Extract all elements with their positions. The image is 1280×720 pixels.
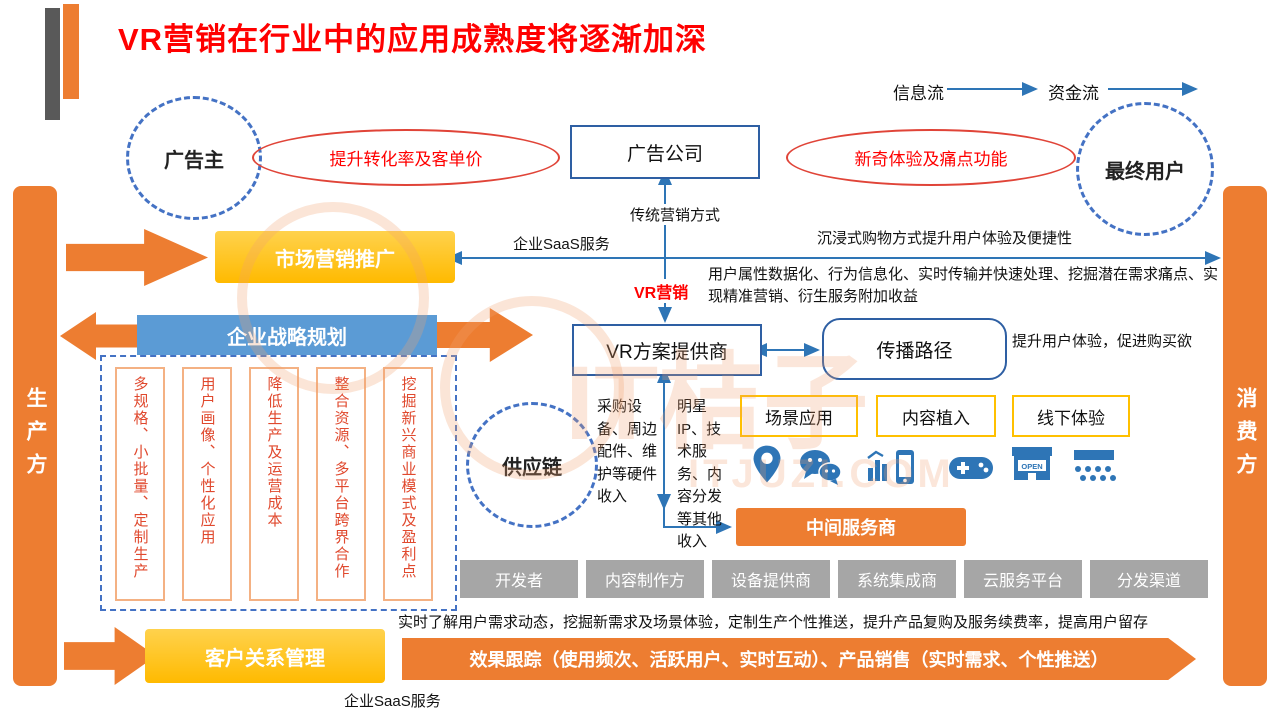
gamepad-icon (948, 452, 994, 489)
saas-top-label: 企业SaaS服务 (513, 236, 610, 253)
feature-col-2: 用户画像、个性化应用 (182, 367, 232, 601)
feature-col-1: 多规格、小批量、定制生产 (115, 367, 165, 601)
immersive-label: 沉浸式购物方式提升用户体验及便捷性 (817, 230, 1073, 247)
realtime-insight-note: 实时了解用户需求动态，挖掘新需求及场景体验，定制生产个性推送，提升产品复购及服务… (398, 614, 1149, 631)
traditional-marketing-label: 传统营销方式 (627, 204, 724, 225)
feature-col-2-label: 用户画像、个性化应用 (198, 376, 216, 546)
provider-device: 设备提供商 (712, 560, 830, 598)
producer-side-bar: 生产方 (13, 186, 57, 686)
end-user-label: 最终用户 (1105, 160, 1185, 183)
novelty-callout: 新奇体验及痛点功能 (786, 129, 1076, 186)
producer-to-marketing-arrow (66, 229, 208, 286)
advertiser-label: 广告主 (164, 149, 224, 172)
channel-scene-label: 场景应用 (765, 408, 833, 428)
crm-box: 客户关系管理 (145, 629, 385, 683)
storefront-open-text: OPEN (1021, 462, 1042, 471)
wechat-icon (798, 448, 842, 491)
feature-col-4: 整合资源、多平台跨界合作 (316, 367, 366, 601)
vr-marketing-desc: 用户属性数据化、行为信息化、实时传输并快速处理、挖掘潜在需求痛点、实现精准营销、… (708, 266, 1219, 305)
feature-col-5-label: 挖掘新兴商业模式及盈利点 (399, 376, 417, 580)
strategy-to-center-arrow (437, 308, 533, 362)
accent-bar-orange (63, 4, 79, 99)
novelty-callout-label: 新奇体验及痛点功能 (854, 150, 1008, 169)
capital-flow-label: 资金流 (1048, 84, 1099, 103)
end-user-circle: 最终用户 (1076, 102, 1214, 236)
provider-distribution: 分发渠道 (1090, 560, 1208, 598)
strategy-to-producer-arrow (60, 312, 140, 360)
provider-integrator-label: 系统集成商 (856, 573, 937, 590)
conversion-callout: 提升转化率及客单价 (252, 129, 560, 186)
channel-offline-box: 线下体验 (1012, 395, 1130, 437)
vr-provider-box: VR方案提供商 (572, 324, 762, 376)
feature-col-3-label: 降低生产及运营成本 (265, 376, 283, 529)
feature-col-5: 挖掘新兴商业模式及盈利点 (383, 367, 433, 601)
other-income-note: 明星IP、技术服务、内容分发等其他收入 (677, 398, 723, 550)
mobile-analytics-icon (866, 448, 918, 493)
consumer-side-bar: 消费方 (1223, 186, 1267, 686)
effect-tracking-banner: 效果跟踪（使用频次、活跃用户、实时互动）、产品销售（实时需求、个性推送） (402, 638, 1196, 680)
spread-path-label: 传播路径 (876, 340, 953, 362)
producer-label: 生产方 (24, 386, 47, 486)
channel-offline-label: 线下体验 (1037, 408, 1105, 428)
cinema-audience-icon (1068, 448, 1120, 489)
provider-content-maker-label: 内容制作方 (604, 573, 685, 590)
location-icon (750, 444, 784, 489)
vr-provider-label: VR方案提供商 (606, 341, 728, 363)
channel-scene-box: 场景应用 (740, 395, 858, 437)
marketing-label: 市场营销推广 (275, 248, 395, 271)
accent-bar-gray (45, 8, 60, 120)
effect-tracking-label: 效果跟踪（使用频次、活跃用户、实时互动）、产品销售（实时需求、个性推送） (469, 650, 1109, 670)
strategy-label: 企业战略规划 (227, 326, 347, 349)
channel-content-box: 内容植入 (876, 395, 996, 437)
middleman-box: 中间服务商 (736, 508, 966, 546)
crm-label: 客户关系管理 (205, 647, 325, 670)
consumer-label: 消费方 (1234, 386, 1257, 486)
storefront-icon: OPEN (1010, 444, 1054, 489)
feature-col-3: 降低生产及运营成本 (249, 367, 299, 601)
provider-distribution-label: 分发渠道 (1116, 573, 1181, 590)
saas-bottom-label: 企业SaaS服务 (344, 693, 441, 710)
supply-chain-label: 供应链 (502, 456, 562, 479)
feature-col-1-label: 多规格、小批量、定制生产 (131, 376, 149, 580)
strategy-box: 企业战略规划 (137, 315, 437, 355)
supply-chain-circle: 供应链 (466, 402, 598, 528)
boost-experience-label: 提升用户体验，促进购买欲 (1012, 333, 1193, 350)
spread-path-box: 传播路径 (822, 318, 1007, 380)
conversion-callout-label: 提升转化率及客单价 (329, 150, 483, 169)
channel-content-label: 内容植入 (902, 408, 970, 428)
advertiser-circle: 广告主 (126, 96, 262, 220)
provider-content-maker: 内容制作方 (586, 560, 704, 598)
marketing-box: 市场营销推广 (215, 231, 455, 283)
provider-device-label: 设备提供商 (730, 573, 811, 590)
provider-developer-label: 开发者 (494, 573, 543, 590)
ad-company-box: 广告公司 (570, 125, 760, 179)
provider-cloud: 云服务平台 (964, 560, 1082, 598)
page-title: VR营销在行业中的应用成熟度将逐渐加深 (118, 22, 708, 57)
feature-col-4-label: 整合资源、多平台跨界合作 (332, 376, 350, 580)
ad-company-label: 广告公司 (626, 143, 703, 165)
production-features-frame (100, 355, 457, 611)
provider-integrator: 系统集成商 (838, 560, 956, 598)
provider-cloud-label: 云服务平台 (982, 573, 1063, 590)
middleman-label: 中间服务商 (806, 518, 896, 538)
vr-marketing-label: VR营销 (631, 279, 692, 303)
producer-to-crm-arrow (64, 627, 156, 685)
hardware-income-note: 采购设备、周边配件、维护等硬件收入 (597, 398, 658, 505)
provider-developer: 开发者 (460, 560, 578, 598)
info-flow-label: 信息流 (893, 84, 944, 103)
